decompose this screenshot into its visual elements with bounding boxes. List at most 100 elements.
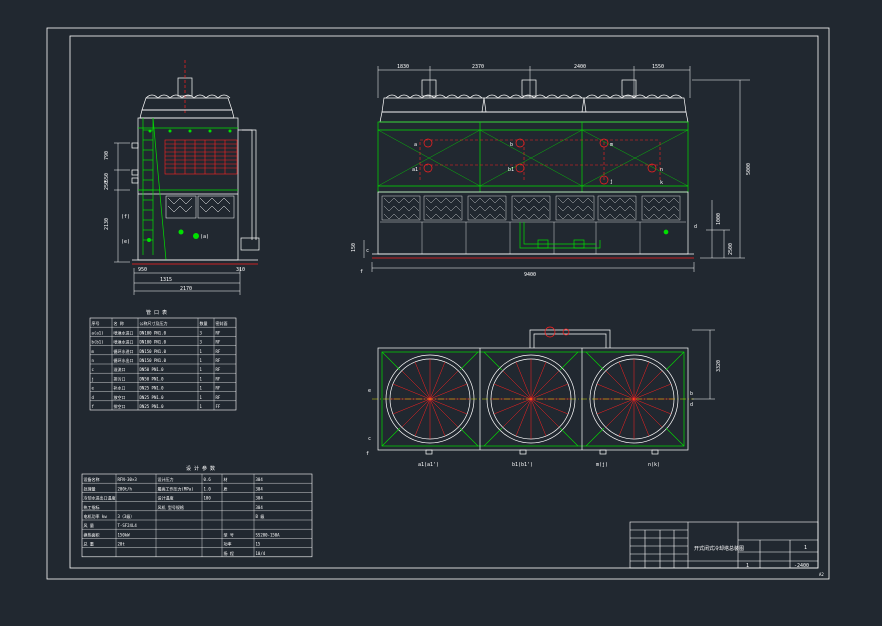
design-table-cell: 0.6	[204, 477, 212, 482]
nozzle-table-cell: j	[92, 376, 94, 381]
nozzle-table-cell: RF	[216, 340, 221, 345]
design-table-cell: 热工指标	[84, 504, 100, 510]
nozzle-table-cell: 1	[200, 349, 203, 354]
nozzle-table-cell: 补水口	[114, 385, 126, 391]
front-label-k: k	[660, 180, 663, 186]
design-table-cell: 304	[256, 496, 264, 501]
front-dim-small: 1000	[716, 213, 722, 225]
paper-size: A2	[819, 572, 824, 577]
side-label-e: (e)	[121, 239, 130, 245]
nozzle-table-cell: 公称尺寸及压力	[140, 320, 168, 326]
nozzle-table-cell: a(a1)	[92, 330, 104, 335]
nozzle-table-cell: 放空口	[114, 394, 126, 400]
side-dim-2130: 2130	[104, 218, 110, 230]
design-table-cell: 设计压力	[158, 476, 174, 482]
design-table-cell: 304	[256, 477, 264, 482]
design-table-cell: 质	[224, 485, 228, 491]
nozzle-table-cell: 密封面	[216, 320, 228, 326]
front-label-b: b	[510, 142, 513, 148]
nozzle-table-cell: DN100 PN1.0	[140, 340, 167, 345]
plan-label-3: m(j)	[596, 462, 608, 468]
design-table-cell: 1.0	[204, 486, 212, 491]
design-table: 设备名称 RFN-30×3 设计压力 0.6 材 304 处理量 200t/h 最高工作压力(M…	[81, 473, 313, 558]
design-table-cell: 设备名称	[84, 476, 100, 482]
nozzle-table-title: 管 口 表	[146, 309, 167, 316]
design-table-cell: 功率	[224, 541, 232, 547]
nozzle-table-cell: 溢流口	[114, 366, 126, 372]
nozzle-table-cell: e	[92, 386, 95, 391]
nozzle-table-cell: 1	[200, 358, 203, 363]
plan-label-4: n(k)	[648, 462, 660, 468]
design-table-cell: SS200-150A	[256, 532, 281, 537]
design-table-cell: 材	[224, 476, 228, 482]
nozzle-table-cell: 名 称	[114, 320, 124, 326]
nozzle-table-cell: c	[92, 367, 95, 372]
design-table-cell: B 级	[256, 513, 265, 519]
front-label-c: c	[366, 248, 369, 254]
front-dim-left: 150	[351, 243, 357, 252]
nozzle-table-cell: m	[92, 349, 95, 354]
front-label-j: j	[610, 179, 613, 185]
nozzle-table-cell: d	[92, 395, 95, 400]
front-label-f: f	[360, 269, 363, 275]
plan-label-f: f	[366, 451, 369, 457]
plan-label-c: c	[368, 436, 371, 442]
nozzle-table-cell: RF	[216, 376, 221, 381]
front-label-b1: b1	[508, 167, 514, 173]
outer-frame	[46, 27, 830, 580]
nozzle-table-cell: RF	[216, 386, 221, 391]
design-table-cell: RFN-30×3	[118, 477, 138, 482]
plan-label-e: e	[368, 388, 371, 394]
front-view	[363, 66, 750, 272]
nozzle-table-cell: 循环水进口	[114, 348, 134, 354]
design-table-cell: 10/4	[256, 551, 266, 556]
nozzle-table-cell: 循环水出口	[114, 357, 134, 363]
design-table-cell: 风 量	[84, 522, 94, 528]
design-table-cell: 20t	[118, 542, 126, 547]
nozzle-table-cell: n	[92, 358, 95, 363]
sheet-number: 1	[804, 545, 807, 551]
side-dim-950: 950	[138, 267, 147, 273]
nozzle-table-cell: DN50 PN1.0	[140, 367, 165, 372]
side-view	[114, 60, 260, 295]
plan-label-b: b	[690, 391, 693, 397]
side-dim-550: 550	[104, 173, 110, 182]
front-label-n: n	[660, 167, 663, 173]
nozzle-table-cell: 1	[200, 376, 203, 381]
front-dim-top-3: 2400	[574, 64, 586, 70]
design-table-cell: T-SF24L4	[118, 523, 138, 528]
nozzle-table-cell: 排污口	[114, 375, 126, 381]
nozzle-table-cell: RF	[216, 349, 221, 354]
side-dim-790: 790	[104, 151, 110, 160]
nozzle-table-cell: RF	[216, 330, 221, 335]
side-dim-1315: 1315	[160, 277, 172, 283]
design-table-cell: 200t/h	[118, 486, 133, 491]
side-ladder	[142, 117, 167, 261]
nozzle-table-cell: DN25 PN1.0	[140, 404, 165, 409]
design-table-cell: 最高工作压力(MPa)	[158, 485, 194, 491]
design-table-title: 设 计 参 数	[186, 465, 215, 472]
design-table-cell: 扬 程	[224, 550, 234, 556]
nozzle-table-cell: 序号	[92, 320, 100, 326]
design-table-cell: 处理量	[84, 485, 96, 491]
nozzle-table-cell: DN150 PN1.0	[140, 349, 167, 354]
side-label-f: (f)	[121, 214, 130, 220]
front-label-d: d	[694, 224, 697, 230]
design-table-cell: 304	[256, 486, 264, 491]
nozzle-table-cell: b(b1)	[92, 340, 104, 345]
plan-label-d: d	[690, 402, 693, 408]
nozzle-table-cell: 喷淋水进口	[114, 329, 134, 335]
side-label-a: (a)	[200, 234, 209, 240]
front-dim-top-2: 2370	[472, 64, 484, 70]
side-dim-250: 250	[104, 181, 110, 190]
plan-label-1: a1(a1')	[418, 462, 439, 468]
nozzle-table-cell: 1	[200, 404, 203, 409]
design-table-cell: 15	[256, 542, 261, 547]
nozzle-table-cell: 喷淋水进口	[114, 339, 134, 345]
front-label-a1: a1	[412, 167, 418, 173]
nozzle-table-cell: FF	[216, 404, 221, 409]
nozzle-table-cell: DN100 PN1.0	[140, 330, 167, 335]
design-table-frame	[81, 473, 313, 558]
design-table-cell: 100	[204, 496, 212, 501]
